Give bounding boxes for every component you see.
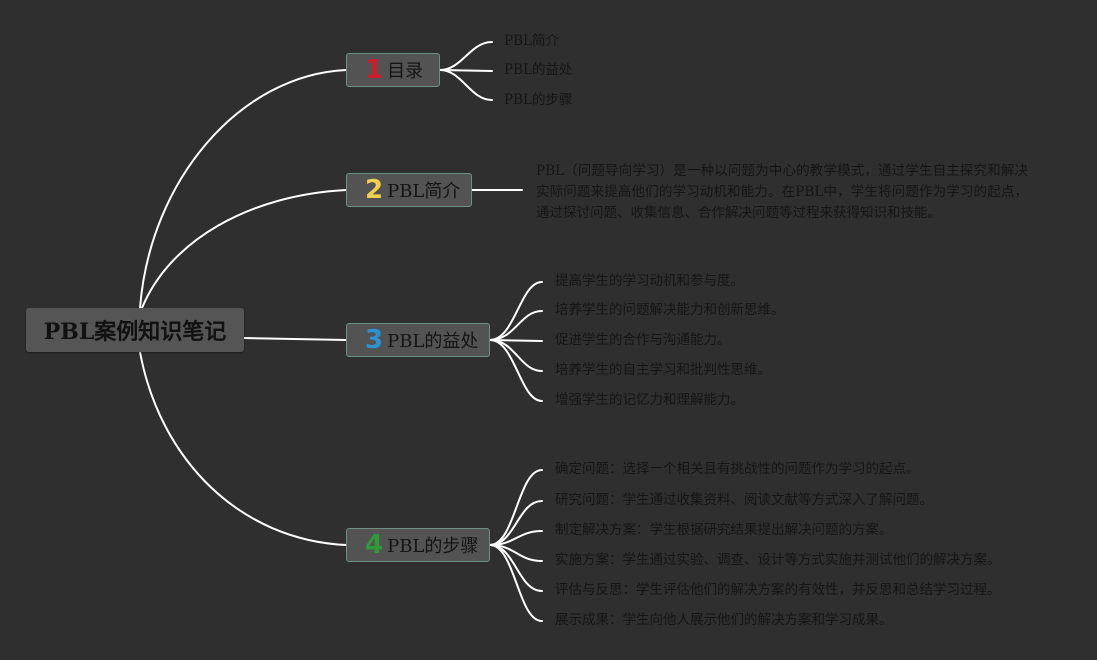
connector-topic-1-leaf-3 (439, 69, 493, 101)
topic-1-leaf-1[interactable]: PBL简介 (504, 33, 559, 49)
topic-3-leaf-5[interactable]: 增强学生的记忆力和理解能力。 (555, 392, 744, 408)
topic-node-2[interactable]: 2 PBL简介 (346, 173, 472, 207)
topic-3-leaf-4[interactable]: 培养学生的自主学习和批判性思维。 (555, 362, 771, 378)
topic-4-leaf-1[interactable]: 确定问题：选择一个相关且有挑战性的问题作为学习的起点。 (555, 461, 920, 477)
connector-topic-4-leaf-1 (489, 469, 543, 546)
topic-2-number: 2 (365, 175, 384, 205)
connector-root-topic-2 (141, 189, 347, 309)
connector-root-topic-4 (139, 351, 347, 546)
connector-topic-3-leaf-5 (489, 339, 543, 402)
topic-1-number: 1 (365, 55, 384, 85)
connector-root-topic-1 (139, 69, 347, 309)
topic-1-leaf-3[interactable]: PBL的步骤 (504, 92, 573, 108)
topic-4-number: 4 (365, 530, 384, 560)
root-title: PBL案例知识笔记 (43, 319, 227, 345)
topic-4-leaf-5[interactable]: 评估与反思：学生评估他们的解决方案的有效性，并反思和总结学习过程。 (555, 582, 1001, 598)
topic-4-leaf-6[interactable]: 展示成果：学生向他人展示他们的解决方案和学习成果。 (555, 612, 893, 628)
topic-2-label: PBL简介 (387, 181, 461, 202)
topic-node-1[interactable]: 1 目录 (346, 53, 440, 87)
topic-node-4[interactable]: 4 PBL的步骤 (346, 528, 490, 562)
topic-4-leaf-3[interactable]: 制定解决方案：学生根据研究结果提出解决问题的方案。 (555, 522, 893, 538)
topic-3-label: PBL的益处 (387, 331, 479, 352)
topic-1-label: 目录 (387, 61, 424, 82)
topic-4-leaf-2[interactable]: 研究问题：学生通过收集资料、阅读文献等方式深入了解问题。 (555, 492, 933, 508)
topic-3-leaf-2[interactable]: 培养学生的问题解决能力和创新思维。 (555, 302, 785, 318)
connector-topic-1-leaf-1 (439, 41, 493, 71)
topic-3-leaf-1[interactable]: 提高学生的学习动机和参与度。 (555, 273, 744, 289)
connector-root-topic-3 (243, 337, 347, 341)
topic-node-3[interactable]: 3 PBL的益处 (346, 323, 490, 357)
connector-topic-3-leaf-3 (489, 339, 543, 342)
topic-2-description[interactable]: PBL（问题导向学习）是一种以问题为中心的教学模式，通过学生自主探究和解决实际问… (536, 163, 1028, 221)
root-node[interactable]: PBL案例知识笔记 (26, 308, 244, 352)
connector-topic-3-leaf-1 (489, 281, 543, 341)
topic-3-leaf-3[interactable]: 促进学生的合作与沟通能力。 (555, 332, 731, 348)
connector-topic-4-leaf-6 (489, 544, 543, 622)
connector-topic-1-leaf-2 (439, 69, 493, 72)
topic-4-label: PBL的步骤 (387, 536, 479, 557)
topic-1-leaf-2[interactable]: PBL的益处 (504, 62, 573, 78)
topic-4-leaf-4[interactable]: 实施方案：学生通过实验、调查、设计等方式实施并测试他们的解决方案。 (555, 552, 1001, 568)
topic-3-number: 3 (365, 325, 384, 355)
